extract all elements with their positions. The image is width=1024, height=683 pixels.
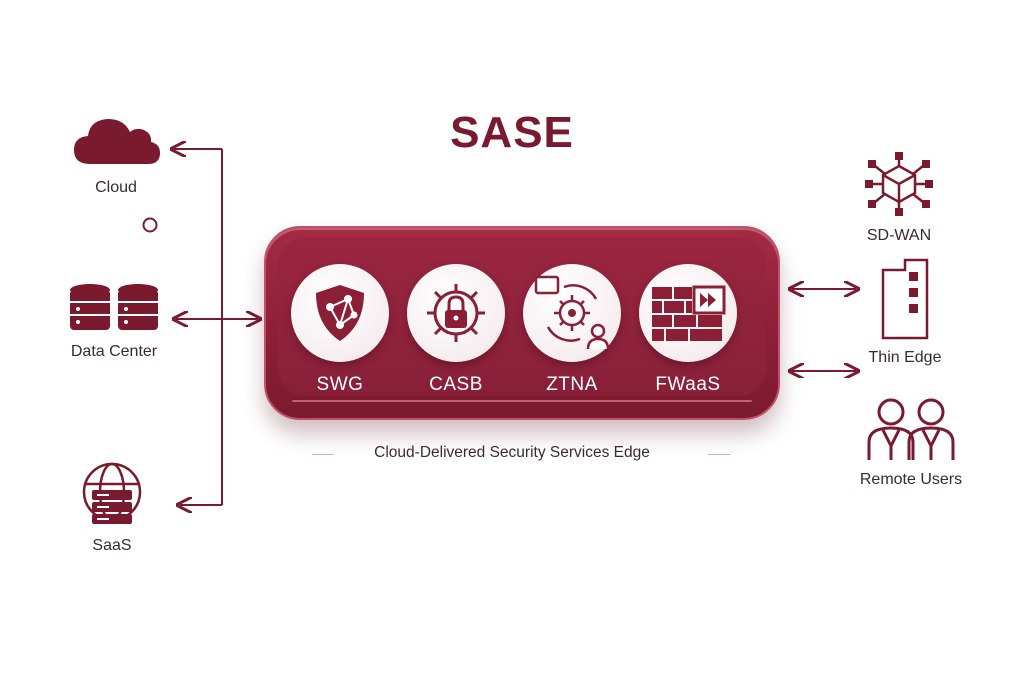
node-thin-edge-label: Thin Edge bbox=[868, 349, 942, 366]
service-casb-label: CASB bbox=[429, 374, 483, 395]
service-swg-label: SWG bbox=[316, 374, 364, 395]
sase-panel: SWG CASB bbox=[264, 226, 780, 420]
node-cloud-label: Cloud bbox=[95, 179, 137, 196]
subtitle-rule-left bbox=[312, 454, 334, 455]
shield-network-icon bbox=[316, 285, 364, 341]
service-ztna[interactable]: ZTNA bbox=[520, 264, 624, 396]
users-icon bbox=[867, 398, 955, 460]
node-sd-wan: SD-WAN bbox=[844, 150, 954, 245]
node-data-center-label: Data Center bbox=[70, 343, 158, 360]
node-saas-label: SaaS bbox=[92, 537, 132, 554]
gear-cycle-user-icon bbox=[534, 275, 610, 350]
node-saas: SaaS bbox=[62, 460, 162, 555]
service-swg-badge bbox=[291, 264, 389, 362]
building-icon bbox=[881, 258, 929, 340]
database-icon bbox=[70, 284, 158, 330]
node-remote-users-label: Remote Users bbox=[859, 471, 963, 488]
cloud-icon bbox=[74, 119, 160, 164]
service-casb-badge bbox=[407, 264, 505, 362]
service-fwaas[interactable]: FWaaS bbox=[636, 264, 740, 396]
node-cloud: Cloud bbox=[56, 110, 176, 197]
service-ztna-badge bbox=[523, 264, 621, 362]
node-remote-users: Remote Users bbox=[838, 396, 984, 489]
right-connectors bbox=[786, 278, 862, 378]
lock-gear-icon bbox=[427, 284, 485, 342]
globe-server-icon bbox=[82, 462, 142, 524]
subtitle: Cloud-Delivered Security Services Edge bbox=[374, 444, 650, 461]
service-fwaas-label: FWaaS bbox=[655, 374, 721, 395]
diagram-title: SASE bbox=[450, 108, 574, 157]
panel-underline bbox=[292, 400, 752, 402]
node-thin-edge: Thin Edge bbox=[850, 258, 960, 367]
firewall-icon bbox=[652, 285, 726, 341]
node-sd-wan-label: SD-WAN bbox=[866, 227, 932, 244]
network-cube-icon bbox=[865, 152, 933, 216]
node-data-center: Data Center bbox=[44, 282, 184, 361]
junction-dot bbox=[142, 217, 158, 233]
service-casb[interactable]: CASB bbox=[404, 264, 508, 396]
service-swg[interactable]: SWG bbox=[288, 264, 392, 396]
service-fwaas-badge bbox=[639, 264, 737, 362]
service-ztna-label: ZTNA bbox=[546, 374, 598, 395]
subtitle-rule-right bbox=[708, 454, 730, 455]
left-connectors bbox=[160, 140, 270, 520]
